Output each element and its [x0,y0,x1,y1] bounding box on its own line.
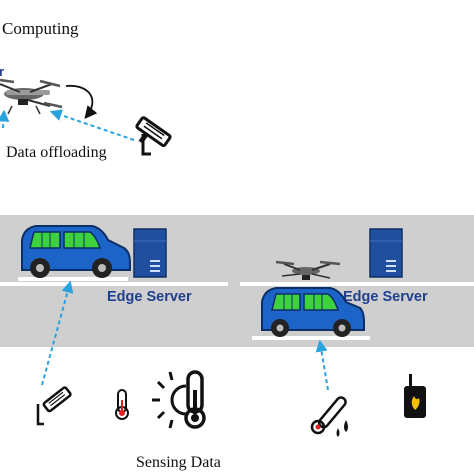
car-platform-right [252,336,370,340]
computing-curve-arrow [65,85,98,119]
data-offloading-label: Data offloading [6,144,107,161]
offload-arrow [49,109,135,141]
offload-arrow-left [0,109,10,129]
lane-line-right [240,282,474,286]
cctv-camera-icon [135,116,172,148]
drone-icon [275,260,341,280]
thermometer-icon [115,389,129,420]
drone-label-partial: r [0,64,5,79]
rain-gauge-icon [310,396,348,437]
server-icon [369,228,403,278]
flame-detector-icon [404,374,426,418]
sensing-arrow-right [315,339,329,391]
edge-server-label-left: Edge Server [107,289,192,305]
drone-icon [0,78,63,115]
cctv-mount [141,134,151,156]
cctv-camera-icon [42,386,72,413]
server-icon [133,228,167,278]
edge-server-label-right: Edge Server [343,289,428,305]
lane-line-left [0,282,228,286]
sun-thermometer-icon [152,370,206,429]
cctv-mount-bottom [36,404,44,426]
car-platform-left [18,277,128,281]
sensing-data-label: Sensing Data [136,454,221,471]
computing-title: Computing [2,19,79,38]
car-icon [21,225,131,278]
sensing-arrow-left [41,280,74,386]
car-icon [261,287,365,337]
